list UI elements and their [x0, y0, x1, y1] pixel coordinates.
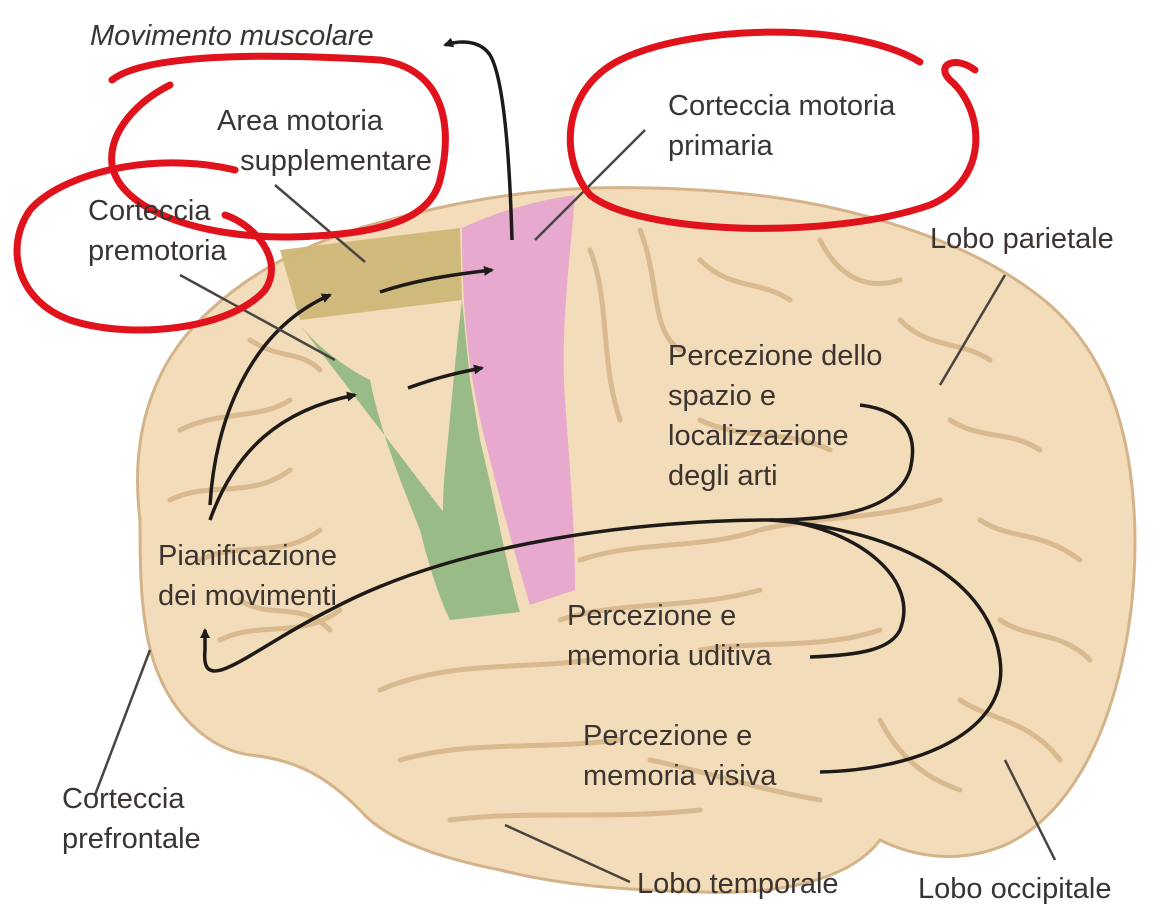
- label-percezione-spazio-4: degli arti: [668, 460, 778, 492]
- label-corteccia-prefrontale-1: Corteccia: [62, 783, 185, 815]
- label-percezione-spazio-2: spazio e: [668, 380, 776, 412]
- label-lobo-temporale: Lobo temporale: [637, 868, 839, 900]
- title-movimento-muscolare: Movimento muscolare: [90, 20, 374, 52]
- label-percezione-spazio-1: Percezione dello: [668, 340, 882, 372]
- label-area-motoria-2: supplementare: [240, 145, 432, 177]
- label-area-motoria-1: Area motoria: [217, 105, 384, 137]
- label-percezione-uditiva-2: memoria uditiva: [567, 640, 773, 672]
- label-percezione-visiva-2: memoria visiva: [583, 760, 777, 792]
- label-lobo-occipitale: Lobo occipitale: [918, 873, 1111, 905]
- label-pianificazione-2: dei movimenti: [158, 580, 337, 612]
- label-corteccia-premotoria-1: Corteccia: [88, 195, 211, 227]
- label-percezione-spazio-3: localizzazione: [668, 420, 849, 452]
- label-lobo-parietale: Lobo parietale: [930, 223, 1114, 255]
- label-corteccia-prefrontale-2: prefrontale: [62, 823, 201, 855]
- label-corteccia-motoria-2: primaria: [668, 130, 774, 162]
- label-corteccia-premotoria-2: premotoria: [88, 235, 227, 267]
- label-percezione-visiva-1: Percezione e: [583, 720, 752, 752]
- label-pianificazione-1: Pianificazione: [158, 540, 337, 572]
- label-corteccia-motoria-1: Corteccia motoria: [668, 90, 896, 122]
- label-percezione-uditiva-1: Percezione e: [567, 600, 736, 632]
